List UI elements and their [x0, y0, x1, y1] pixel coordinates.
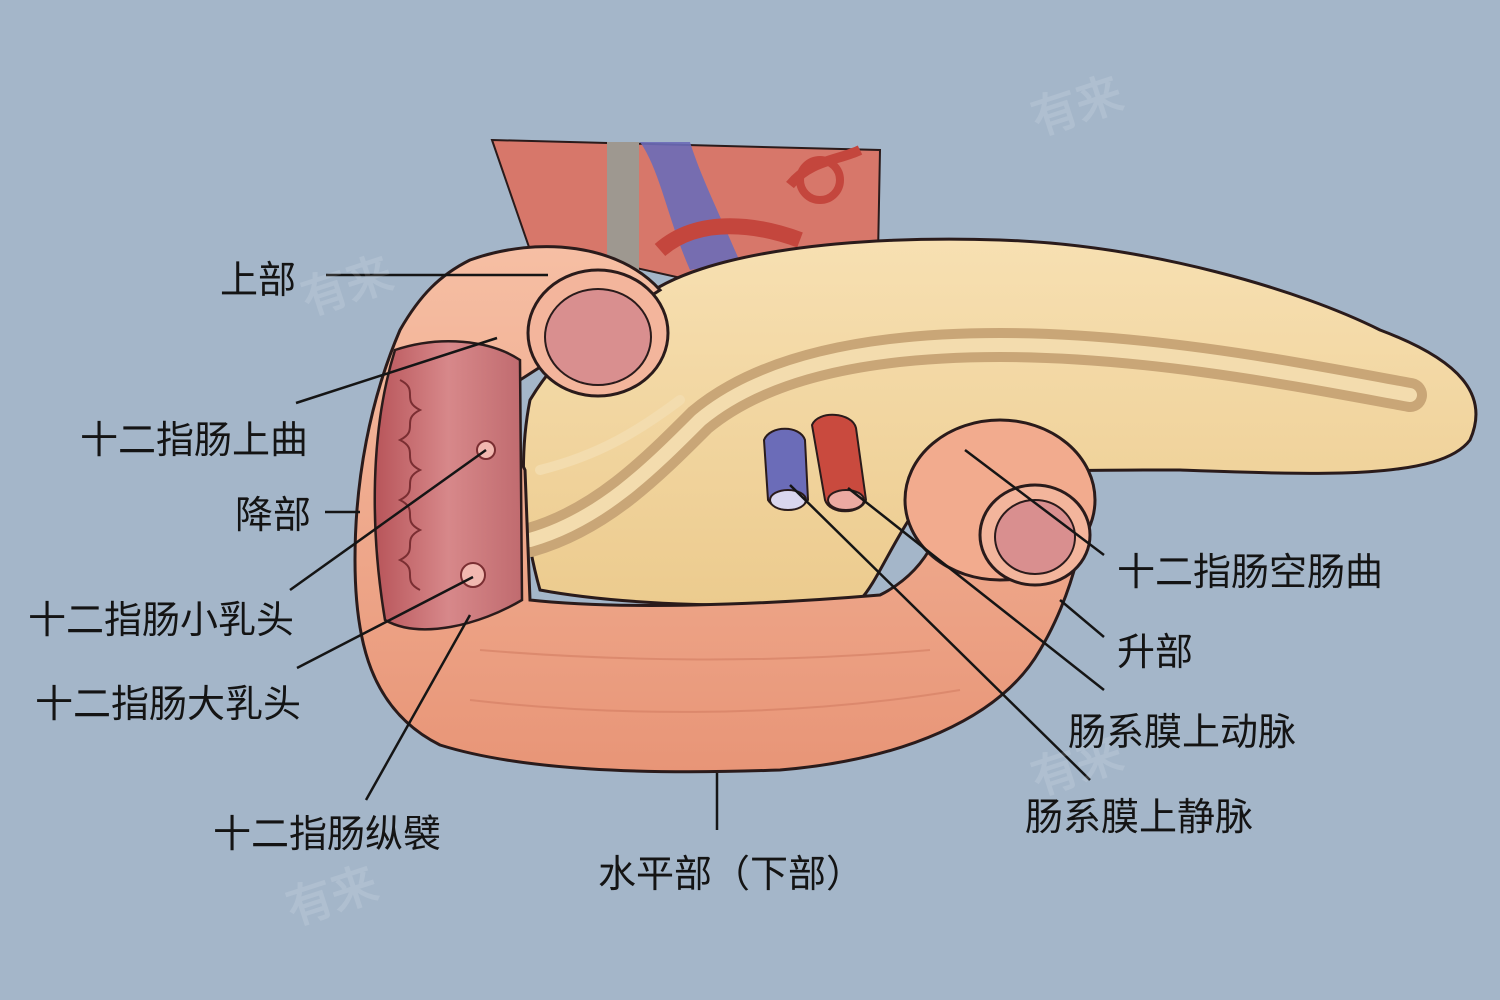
label-ascending-part: 升部	[1117, 630, 1194, 674]
label-descending-part: 降部	[235, 493, 312, 537]
label-sma: 肠系膜上动脉	[1068, 710, 1297, 754]
label-minor-papilla: 十二指肠小乳头	[28, 598, 295, 642]
upper-vessels	[490, 138, 882, 282]
leader-dj-flexure	[964, 449, 1105, 556]
leader-longitudinal-fold	[364, 614, 472, 801]
label-horizontal-part: 水平部（下部）	[598, 852, 865, 896]
leader-minor-papilla	[289, 448, 487, 592]
label-dj-flexure: 十二指肠空肠曲	[1117, 550, 1384, 594]
leader-sma	[847, 487, 1105, 691]
leader-major-papilla	[296, 575, 474, 670]
duodenum	[353, 245, 1097, 774]
leader-ascending-part	[1059, 599, 1105, 638]
leader-superior-flexure	[295, 336, 498, 405]
label-superior-part: 上部	[220, 258, 297, 302]
leader-smv	[789, 484, 1091, 781]
label-major-papilla: 十二指肠大乳头	[35, 682, 302, 726]
leader-lines	[289, 273, 1105, 830]
label-smv: 肠系膜上静脉	[1025, 795, 1254, 839]
label-superior-flexure: 十二指肠上曲	[80, 418, 309, 462]
label-longitudinal-fold: 十二指肠纵襞	[213, 812, 442, 856]
